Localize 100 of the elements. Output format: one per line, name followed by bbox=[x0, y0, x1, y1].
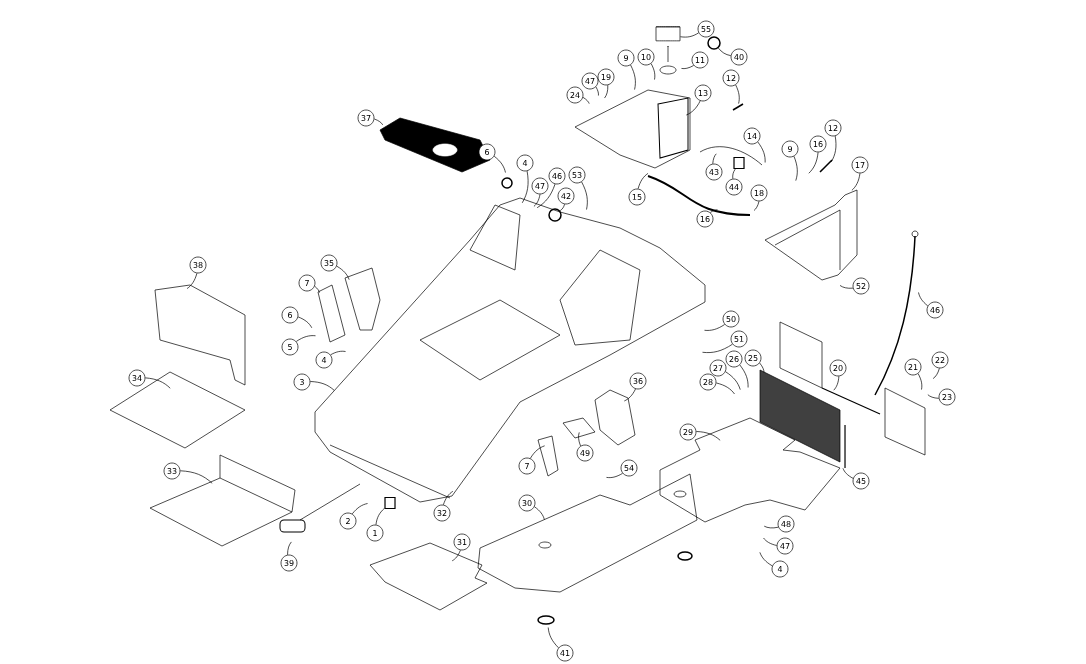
callout-number: 31 bbox=[453, 533, 471, 551]
leader-line bbox=[842, 467, 854, 479]
leader-line bbox=[759, 362, 765, 373]
bracket-drawing bbox=[384, 496, 396, 510]
callout-number: 25 bbox=[744, 349, 762, 367]
callout-number: 47 bbox=[531, 177, 549, 195]
callout-number: 34 bbox=[128, 369, 146, 387]
callout-number: 37 bbox=[357, 109, 375, 127]
leader-line bbox=[623, 388, 636, 402]
leader-line bbox=[757, 141, 766, 163]
leader-line bbox=[375, 507, 385, 526]
callout-number: 22 bbox=[931, 351, 949, 369]
callout-number: 13 bbox=[694, 84, 712, 102]
callout-number: 11 bbox=[691, 51, 709, 69]
leader-line bbox=[351, 503, 368, 515]
callout-number: 46 bbox=[548, 167, 566, 185]
callout-number: 46 bbox=[926, 301, 944, 319]
leader-line bbox=[578, 432, 581, 447]
leader-line bbox=[295, 335, 316, 342]
leader-line bbox=[918, 292, 929, 307]
callout-number: 2 bbox=[339, 512, 357, 530]
callout-number: 7 bbox=[518, 457, 536, 475]
callout-number: 32 bbox=[433, 504, 451, 522]
leader-line bbox=[739, 364, 749, 388]
callout-number: 26 bbox=[725, 350, 743, 368]
callout-number: 18 bbox=[750, 184, 768, 202]
callout-number: 3 bbox=[293, 373, 311, 391]
leader-line bbox=[718, 47, 732, 56]
leader-line bbox=[830, 135, 837, 163]
leader-line bbox=[534, 506, 545, 520]
callout-number: 16 bbox=[809, 135, 827, 153]
leader-line bbox=[451, 549, 461, 562]
leader-line bbox=[443, 490, 454, 506]
ring-drawing bbox=[707, 36, 721, 50]
callout-number: 15 bbox=[628, 188, 646, 206]
leader-line bbox=[547, 627, 559, 649]
callout-number: 43 bbox=[705, 163, 723, 181]
callout-number: 20 bbox=[829, 359, 847, 377]
callout-number: 9 bbox=[781, 140, 799, 158]
callout-number: 54 bbox=[620, 459, 638, 477]
leader-line bbox=[521, 170, 529, 204]
leader-line bbox=[336, 265, 350, 280]
callout-number: 42 bbox=[557, 187, 575, 205]
callout-number: 40 bbox=[730, 48, 748, 66]
callout-number: 14 bbox=[743, 127, 761, 145]
leader-line bbox=[793, 156, 798, 181]
callout-number: 4 bbox=[315, 351, 333, 369]
callout-number: 49 bbox=[576, 444, 594, 462]
callout-number: 16 bbox=[696, 210, 714, 228]
leader-line bbox=[709, 209, 718, 213]
leader-line bbox=[759, 552, 773, 567]
leader-line bbox=[735, 84, 740, 104]
callout-number: 24 bbox=[566, 86, 584, 104]
leader-line bbox=[559, 203, 565, 211]
callout-number: 6 bbox=[478, 143, 496, 161]
leader-line bbox=[330, 350, 346, 356]
ring-drawing bbox=[548, 208, 562, 222]
leader-line bbox=[763, 537, 778, 546]
callout-number: 47 bbox=[581, 72, 599, 90]
leader-line bbox=[373, 118, 384, 126]
callout-number: 30 bbox=[518, 494, 536, 512]
callout-number: 53 bbox=[568, 166, 586, 184]
callout-number: 4 bbox=[516, 154, 534, 172]
callout-number: 41 bbox=[556, 644, 574, 662]
leader-line bbox=[927, 394, 940, 399]
callout-number: 39 bbox=[280, 554, 298, 572]
leader-line bbox=[606, 473, 623, 478]
leader-line bbox=[650, 63, 656, 80]
callout-number: 29 bbox=[679, 423, 697, 441]
callout-number: 10 bbox=[637, 48, 655, 66]
leader-line bbox=[833, 375, 840, 391]
callout-number: 4 bbox=[771, 560, 789, 578]
leader-line bbox=[533, 194, 541, 207]
leader-line bbox=[808, 152, 819, 174]
leader-line bbox=[595, 86, 599, 96]
cap-drawing bbox=[655, 26, 681, 42]
leader-line bbox=[287, 541, 292, 556]
leader-line bbox=[725, 371, 741, 390]
leader-line bbox=[715, 382, 735, 395]
callout-number: 33 bbox=[163, 462, 181, 480]
leader-line bbox=[493, 155, 506, 173]
leader-line bbox=[604, 84, 609, 99]
callout-number: 5 bbox=[281, 338, 299, 356]
callout-number: 9 bbox=[617, 49, 635, 67]
leader-line bbox=[186, 272, 198, 289]
leader-line bbox=[685, 100, 701, 116]
leader-line bbox=[917, 373, 923, 390]
leader-line bbox=[536, 183, 556, 209]
bracket-drawing bbox=[733, 156, 745, 170]
callout-number: 47 bbox=[776, 537, 794, 555]
leader-line bbox=[180, 470, 213, 484]
callout-number: 27 bbox=[709, 359, 727, 377]
leader-line bbox=[297, 316, 313, 329]
callout-number: 36 bbox=[629, 372, 647, 390]
leader-line bbox=[680, 32, 699, 38]
leader-line bbox=[851, 173, 861, 191]
leader-line bbox=[763, 525, 779, 529]
leader-line bbox=[753, 201, 760, 211]
leader-line bbox=[581, 181, 588, 210]
leader-line bbox=[681, 65, 695, 69]
